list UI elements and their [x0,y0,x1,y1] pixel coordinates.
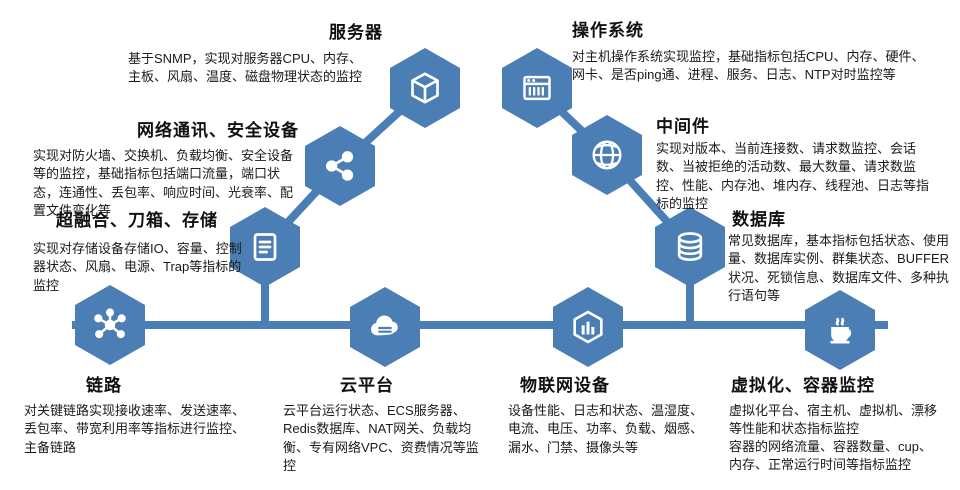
node-server-title: 服务器 [329,23,383,42]
share-nodes-icon [320,146,360,186]
database-cylinder-icon [670,227,710,267]
node-link-hexagon [75,285,145,365]
node-cloud-hexagon [350,287,420,367]
node-os-hexagon [502,48,572,128]
server-rack-icon [517,68,557,108]
node-iot-title: 物联网设备 [520,376,610,395]
node-database-hexagon [655,207,725,287]
node-link-title: 链路 [86,376,122,395]
iot-box-icon [568,307,608,347]
node-virtualization-desc2: 容器的网络流量、容器数量、cup、内存、正常运行时间等指标监控 [729,439,932,473]
node-iot-desc: 设备性能、日志和状态、温湿度、电流、电压、功率、负载、烟感、漏水、门禁、摄像头等 [508,403,704,455]
cube-icon [405,68,445,108]
hub-icon [90,305,130,345]
node-virtualization-title: 虚拟化、容器监控 [731,376,875,395]
cloud-icon [365,307,405,347]
node-middleware-hexagon [572,115,642,195]
node-os-title: 操作系统 [572,21,644,40]
node-middleware-desc: 实现对版本、当前连接数、请求数监控、会话数、当被拒绝的活动数、最大数量、请求数监… [656,141,930,212]
node-storage-desc: 实现对存储设备存储IO、容量、控制器状态、风扇、电源、Trap等指标的监控 [33,241,242,293]
globe-icon [587,135,627,175]
node-middleware-title: 中间件 [656,117,710,136]
node-storage-title: 超融合、刀箱、存储 [56,211,218,230]
node-network-desc: 实现对防火墙、交换机、负载均衡、安全设备等的监控，基础指标包括端口流量，端口状态… [33,148,294,219]
java-cup-icon [820,310,860,350]
node-iot-hexagon [553,287,623,367]
node-cloud-title: 云平台 [340,376,394,395]
node-network-title: 网络通讯、安全设备 [137,121,299,140]
node-database-title: 数据库 [732,210,786,229]
node-cloud-desc: 云平台运行状态、ECS服务器、Redis数据库、NAT网关、负载均衡、专有网络V… [283,403,479,474]
node-os-desc: 对主机操作系统实现监控，基础指标包括CPU、内存、硬件、网卡、是否ping通、进… [572,49,925,83]
node-database-desc: 常见数据库，基本指标包括状态、使用量、数据库实例、群集状态、BUFFER状况、死… [728,233,950,304]
scroll-icon [245,227,285,267]
node-server-desc: 基于SNMP，实现对服务器CPU、内存、主板、风扇、温度、磁盘物理状态的监控 [128,51,363,85]
node-virtualization-desc: 虚拟化平台、宿主机、虚拟机、漂移等性能和状态指标监控 [729,403,938,437]
node-link-desc: 对关键链路实现接收速率、发送速率、丢包率、带宽利用率等指标进行监控、主备链路 [24,403,246,455]
node-virtualization-hexagon [805,290,875,370]
